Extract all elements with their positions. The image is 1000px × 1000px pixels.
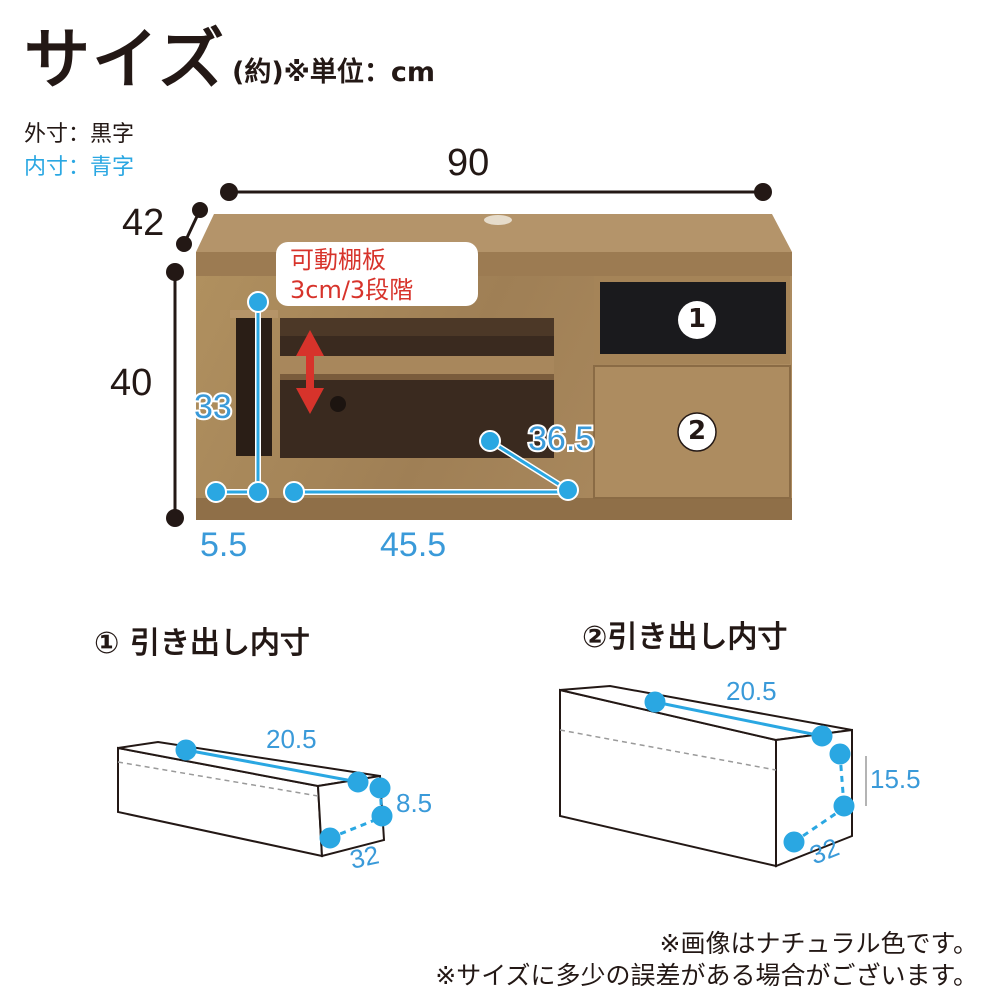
inner-center-width-label: 45.5 — [380, 526, 447, 564]
drawer-marker-2 — [677, 412, 717, 452]
outer-height-label: 40 — [110, 362, 153, 404]
unit-note: (約)※単位：cm — [232, 57, 436, 88]
legend-outer: 外寸：黒字 — [24, 122, 135, 147]
drawer1-dimension-lines — [175, 739, 393, 849]
drawer2-dimension-lines — [644, 691, 855, 853]
outer-width-label: 90 — [447, 142, 490, 184]
footnote-tolerance: ※サイズに多少の誤差がある場合がございます。 — [435, 961, 978, 990]
drawer1-depth-label: 32 — [347, 839, 382, 875]
outer-dimension-lines — [166, 183, 772, 527]
drawer2-title: ②引き出し内寸 — [582, 620, 788, 655]
page-title: サイズ — [24, 21, 227, 98]
shelf-note-line1: 可動棚板 — [290, 246, 386, 274]
inner-center-depth-label: 36.5 — [526, 418, 596, 460]
drawer-marker-2-label: 2 — [687, 416, 707, 446]
shelf-note: 可動棚板 3cm/3段階 — [276, 242, 478, 306]
inner-left-width-label: 5.5 — [200, 526, 248, 564]
drawer-marker-1-label: 1 — [687, 304, 707, 334]
inner-left-height-label: 33 — [192, 386, 234, 428]
shelf-adjust-arrow — [296, 330, 324, 414]
drawer1-height-label: 8.5 — [396, 788, 433, 818]
drawer1-width-label: 20.5 — [266, 724, 317, 754]
drawer1-illustration — [117, 740, 386, 858]
drawer1-title: ① 引き出し内寸 — [94, 626, 310, 661]
drawer2-height-label: 15.5 — [870, 764, 921, 794]
drawer-marker-1 — [678, 301, 716, 339]
shelf-note-line2: 3cm/3段階 — [290, 276, 414, 304]
drawer2-width-label: 20.5 — [726, 676, 777, 706]
legend-inner: 内寸：青字 — [24, 155, 135, 180]
outer-depth-label: 42 — [122, 202, 165, 244]
footnote-color: ※画像はナチュラル色です。 — [659, 929, 978, 958]
